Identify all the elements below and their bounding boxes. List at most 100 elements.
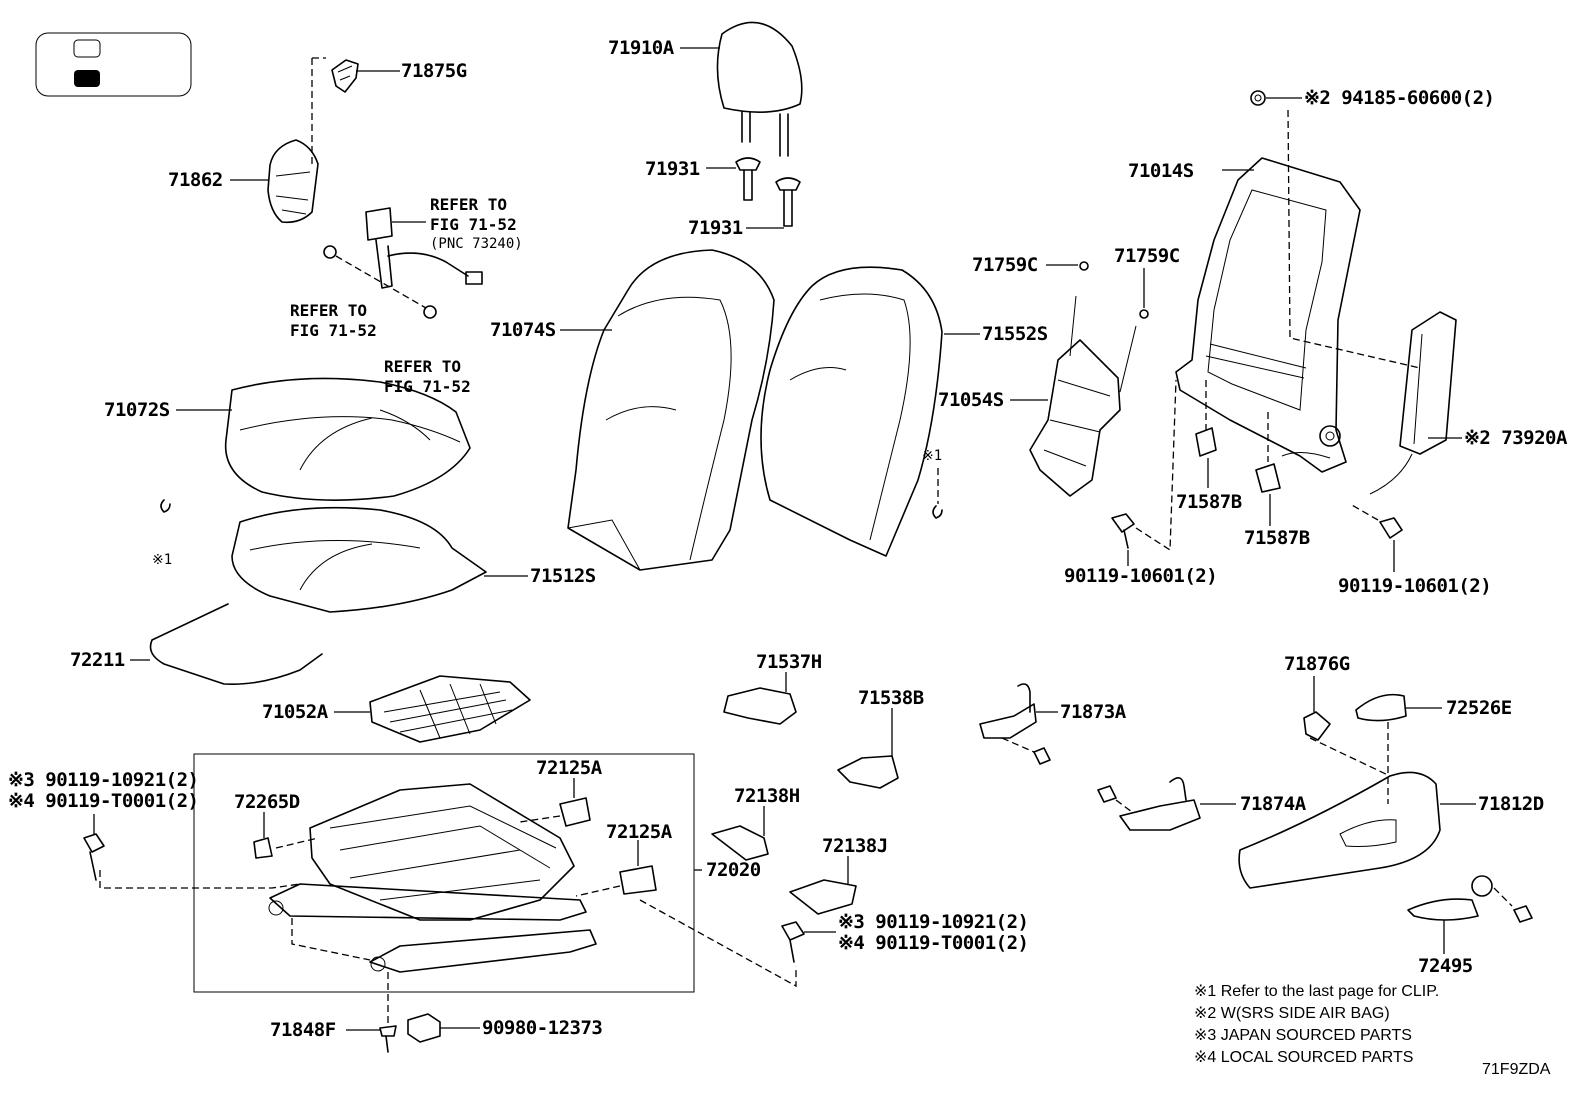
label-72125A-a: 72125A [536, 757, 603, 779]
legend-box [35, 32, 192, 97]
label-71759C-a: 71759C [972, 254, 1038, 276]
clip-mark-right: ※1 [922, 448, 942, 464]
label-73920A: ※2 73920A [1464, 427, 1568, 449]
label-71874A: 71874A [1240, 793, 1307, 815]
ref3-line2: FIG 71-52 [384, 377, 471, 396]
part-72020-seat-track [268, 783, 702, 973]
label-left-bolt-1: ※3 90119-10921(2) [8, 769, 198, 791]
label-71538B: 71538B [858, 687, 924, 709]
part-71931-guides [706, 157, 801, 229]
label-71537H: 71537H [756, 651, 822, 673]
label-71552S: 71552S [982, 323, 1048, 345]
part-71812D-side-shield [1238, 771, 1476, 889]
label-71931-a: 71931 [645, 158, 700, 180]
ref1-line1: REFER TO [430, 195, 507, 214]
label-71052A: 71052A [262, 701, 329, 723]
ref2-line1: REFER TO [290, 301, 367, 320]
clip-icon-left [160, 499, 171, 513]
label-71054S: 71054S [938, 389, 1004, 411]
footnote-4: ※4 LOCAL SOURCED PARTS [1194, 1049, 1413, 1066]
seat-track-group-box [193, 753, 695, 993]
part-71512S-cushion-pad [231, 506, 528, 613]
part-71072S-cushion-cover [176, 377, 471, 501]
clip-icon-right [932, 505, 943, 519]
label-71910A: 71910A [608, 37, 675, 59]
label-72020: 72020 [706, 859, 761, 881]
part-71537H [723, 672, 797, 725]
label-72495: 72495 [1418, 955, 1473, 977]
diagram-code: 71F9ZDA [1482, 1061, 1551, 1078]
label-71074S: 71074S [490, 319, 556, 341]
part-73920A-airbag [1369, 311, 1462, 495]
part-left-bolt [83, 814, 301, 889]
part-72138H [711, 806, 769, 861]
part-71014S-frame [1175, 157, 1361, 473]
label-71512S: 71512S [530, 565, 596, 587]
label-71876G: 71876G [1284, 653, 1350, 675]
part-71876G [1303, 676, 1391, 777]
part-72211-wire [130, 603, 323, 686]
part-72125A-sensors [519, 778, 657, 897]
footnote-3: ※3 JAPAN SOURCED PARTS [1194, 1027, 1412, 1044]
label-71931-b: 71931 [688, 217, 743, 239]
ref2-line2: FIG 71-52 [290, 321, 377, 340]
part-71862 [230, 139, 319, 224]
label-71587B-b: 71587B [1244, 527, 1310, 549]
ref1-line3: (PNC 73240) [430, 236, 523, 252]
label-72138H: 72138H [734, 785, 800, 807]
label-90980-12373: 90980-12373 [482, 1017, 602, 1039]
label-71759C-b: 71759C [1114, 245, 1180, 267]
part-seatbelt-buckle [323, 207, 483, 319]
part-71873A [979, 683, 1058, 765]
label-94185-60600: ※2 94185-60600(2) [1304, 87, 1494, 109]
label-71862: 71862 [168, 169, 223, 191]
guide-dash [291, 918, 371, 961]
footnote-2: ※2 W(SRS SIDE AIR BAG) [1194, 1005, 1390, 1022]
label-90119-10601-b: 90119-10601(2) [1338, 575, 1491, 597]
part-71910A-headrest [680, 21, 803, 157]
part-71538B [837, 708, 899, 789]
part-72495-knob [1407, 875, 1533, 954]
part-72138J [789, 856, 857, 915]
part-71875G [331, 59, 400, 93]
label-71812D: 71812D [1478, 793, 1544, 815]
label-72125A-b: 72125A [606, 821, 673, 843]
ref1-line2: FIG 71-52 [430, 215, 517, 234]
legend-filled-swatch [74, 70, 100, 87]
part-72526E [1355, 693, 1442, 804]
part-94185-nut [1250, 90, 1421, 369]
part-71054S-lumbar [1010, 295, 1137, 497]
label-71873A: 71873A [1060, 701, 1127, 723]
label-72138J: 72138J [822, 835, 888, 857]
footnotes: ※1 Refer to the last page for CLIP. ※2 W… [1194, 983, 1439, 1066]
part-71052A-spring [334, 675, 531, 743]
label-72265D: 72265D [234, 791, 300, 813]
part-90119-10601-bolts [1111, 379, 1403, 572]
part-72265D [253, 812, 319, 859]
label-72526E: 72526E [1446, 697, 1512, 719]
label-72211: 72211 [70, 649, 125, 671]
part-71848F [346, 972, 397, 1053]
part-90980-connector [407, 1013, 480, 1043]
clip-mark-left: ※1 [152, 552, 172, 568]
label-71875G: 71875G [401, 60, 467, 82]
label-left-bolt-2: ※4 90119-T0001(2) [8, 790, 198, 812]
label-71072S: 71072S [104, 399, 170, 421]
label-right-bolt-1: ※3 90119-10921(2) [838, 911, 1028, 933]
part-right-bolt [639, 899, 836, 988]
label-right-bolt-2: ※4 90119-T0001(2) [838, 932, 1028, 954]
part-71874A [1097, 777, 1236, 831]
part-71759C-clips [1046, 261, 1149, 319]
ref3-line1: REFER TO [384, 357, 461, 376]
label-90119-10601-a: 90119-10601(2) [1064, 565, 1217, 587]
part-71587B-clips [1195, 380, 1281, 526]
part-71074S-seatback-cover [560, 249, 775, 571]
footnote-1: ※1 Refer to the last page for CLIP. [1194, 983, 1439, 1000]
legend-open-swatch [73, 39, 101, 58]
label-71587B-a: 71587B [1176, 491, 1242, 513]
label-71014S: 71014S [1128, 160, 1194, 182]
label-71848F: 71848F [270, 1019, 336, 1041]
part-71552S-seatback-pad [760, 266, 980, 557]
